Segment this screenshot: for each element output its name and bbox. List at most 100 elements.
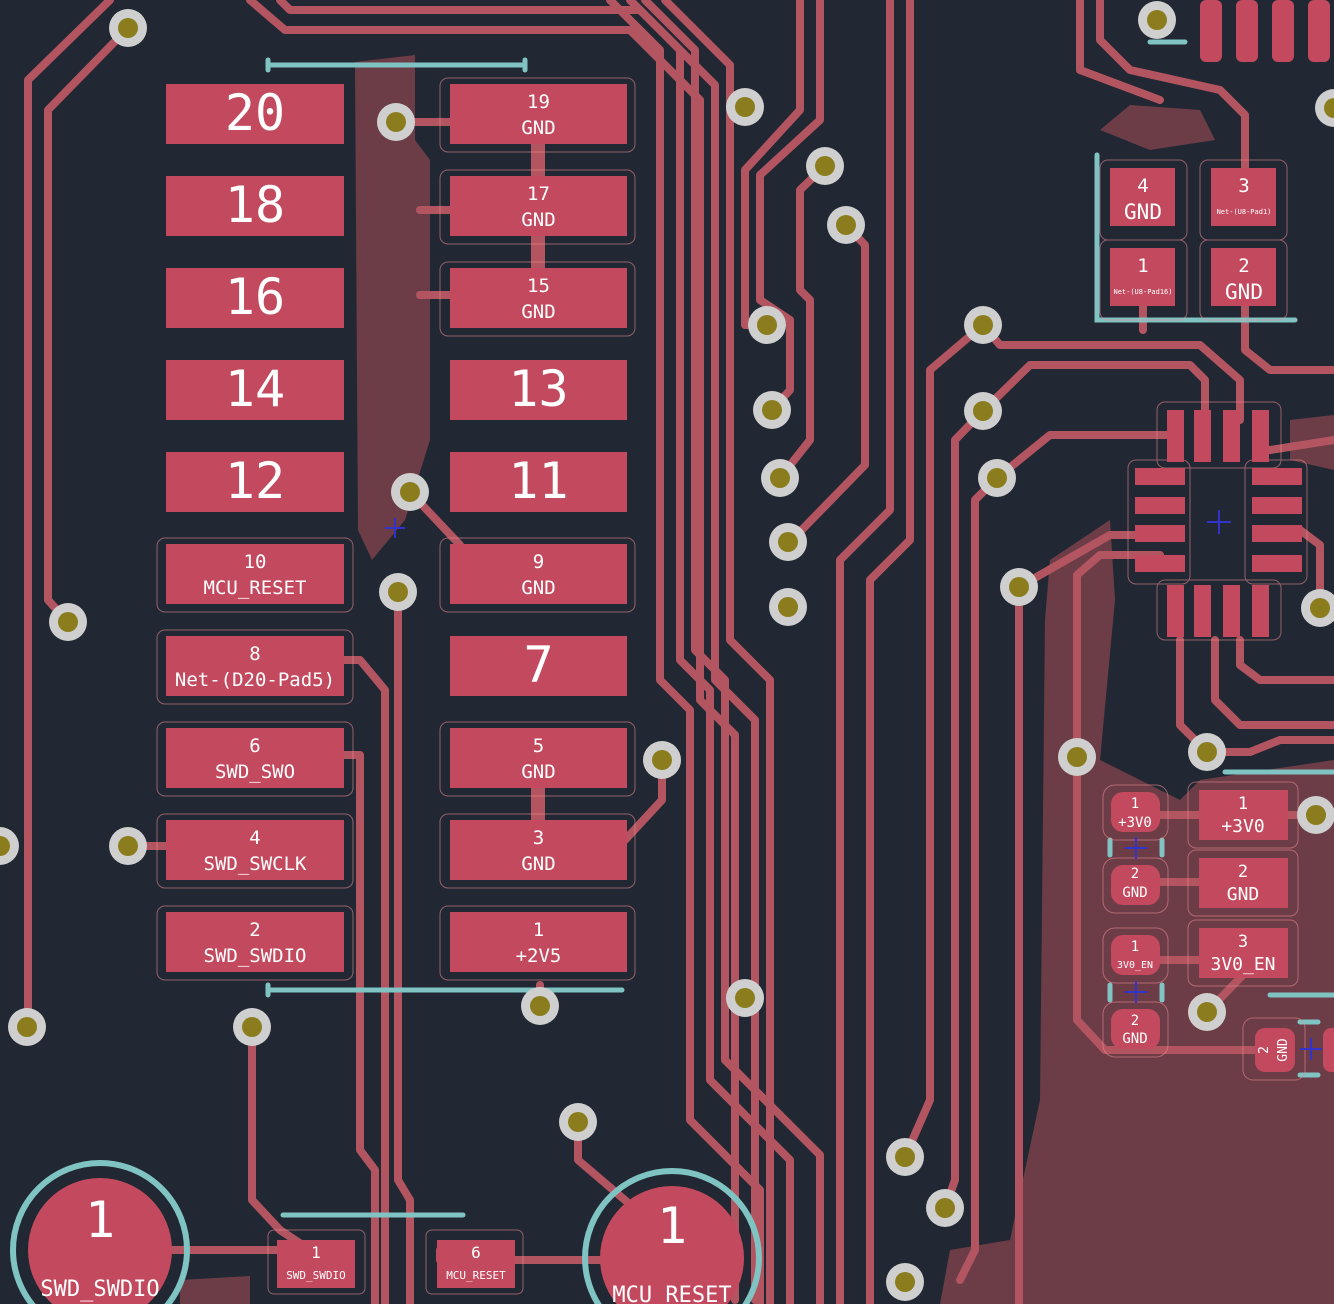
via [1301,589,1334,627]
small-ic-pad-3-num: 3 [1238,175,1249,197]
left-pad-14: 14 [166,360,344,420]
left-pad-2-net: SWD_SWDIO [204,945,307,967]
cap2-pad-1-num: 1 [1131,939,1139,955]
via [0,827,19,865]
right-pad-19-num: 19 [527,91,550,113]
reg-pad-3-net: 3V0_EN [1210,954,1275,975]
reg-pad-2-num: 2 [1238,862,1248,882]
small-ic-pad-2-net: GND [1225,280,1263,304]
cap2-pad-2-num: 2 [1131,1013,1139,1029]
via [978,459,1016,497]
via [643,741,681,779]
left-pad-8-num: 8 [249,643,260,665]
test-point-rings [10,1160,762,1304]
reg-pad-1-num: 1 [1238,794,1248,814]
via [964,392,1002,430]
cap-pad-2-num: 2 [1131,866,1139,882]
via [806,147,844,185]
via [726,979,764,1017]
cap-pad-2-net: GND [1122,885,1147,901]
qfn-ic [1135,410,1302,637]
left-pad-18: 18 [166,176,344,236]
cap2-pad-2-net: GND [1122,1031,1147,1047]
right-pad-9-net: GND [521,577,555,599]
left-pad-16: 16 [166,268,344,328]
test-point-reset-num: 1 [657,1197,687,1255]
left-pad-8-net: Net-(D20-Pad5) [175,669,335,691]
via [964,306,1002,344]
left-pad-6-net: SWD_SWO [215,761,295,783]
right-pad-5-num: 5 [533,735,544,757]
via [8,1008,46,1046]
ffc-pads [1200,0,1330,62]
via [726,88,764,126]
via [233,1008,271,1046]
small-ic-pad-3 [1211,168,1276,226]
right-pad-5-net: GND [521,761,555,783]
left-pad-10-net: MCU_RESET [204,577,307,599]
via [761,459,799,497]
via [769,588,807,626]
right-pad-15-net: GND [521,301,555,323]
small-pad-swdio-net: SWD_SWDIO [286,1269,346,1282]
via [769,523,807,561]
left-pad-12: 12 [166,452,344,512]
right-pad-1-net: +2V5 [516,945,562,967]
test-point-swdio-num: 1 [85,1191,115,1249]
via [1315,89,1334,127]
right-pad-11-num: 11 [508,452,568,510]
left-pad-10-num: 10 [244,551,267,573]
small-pad-swdio-num: 1 [311,1243,321,1262]
connector-left-column: 201816141210MCU_RESET8Net-(D20-Pad5)6SWD… [166,84,344,972]
right-pad-13-num: 13 [508,360,568,418]
left-pad-14-num: 14 [225,360,285,418]
right-pad-9-num: 9 [533,551,544,573]
via [559,1103,597,1141]
small-ic-pad-4-net: GND [1124,200,1162,224]
right-pad-7: 7 [450,636,627,696]
via [521,987,559,1025]
right-pad-13: 13 [450,360,627,420]
via [753,391,791,429]
small-ic-pad-4-num: 4 [1137,175,1148,197]
right-pad-3-num: 3 [533,827,544,849]
left-pad-4-num: 4 [249,827,260,849]
small-ic-pad-2-num: 2 [1238,255,1249,277]
small-ic-pad-2 [1211,248,1276,306]
right-pad-17-net: GND [521,209,555,231]
small-ic-pad-1 [1110,248,1175,306]
partial-pad-num: 2 [1257,1046,1272,1054]
copper-zones [180,55,1334,1304]
right-pad-17-num: 17 [527,183,550,205]
reg-pad-3-num: 3 [1238,932,1248,952]
via [1000,568,1038,606]
small-ic-pad-1-net: Net-(U8-Pad16) [1113,288,1172,296]
via [377,103,415,141]
cap-pad-1-net: +3V0 [1118,815,1152,831]
via [886,1138,924,1176]
small-pad-reset-net: MCU_RESET [446,1269,506,1282]
right-pad-11: 11 [450,452,627,512]
via [1058,738,1096,776]
right-pad-3-net: GND [521,853,555,875]
test-point-reset: 1 MCU_RESET [600,1186,744,1304]
partial-pad-net: GND [1276,1038,1291,1062]
left-pad-4-net: SWD_SWCLK [204,853,308,875]
small-pad-swdio: 1 SWD_SWDIO [277,1240,355,1288]
small-ic-pad-1-num: 1 [1137,255,1148,277]
right-pad-15-num: 15 [527,275,550,297]
right-pad-1: 1+2V5 [450,912,627,972]
reg-pad-1-net: +3V0 [1221,816,1264,837]
